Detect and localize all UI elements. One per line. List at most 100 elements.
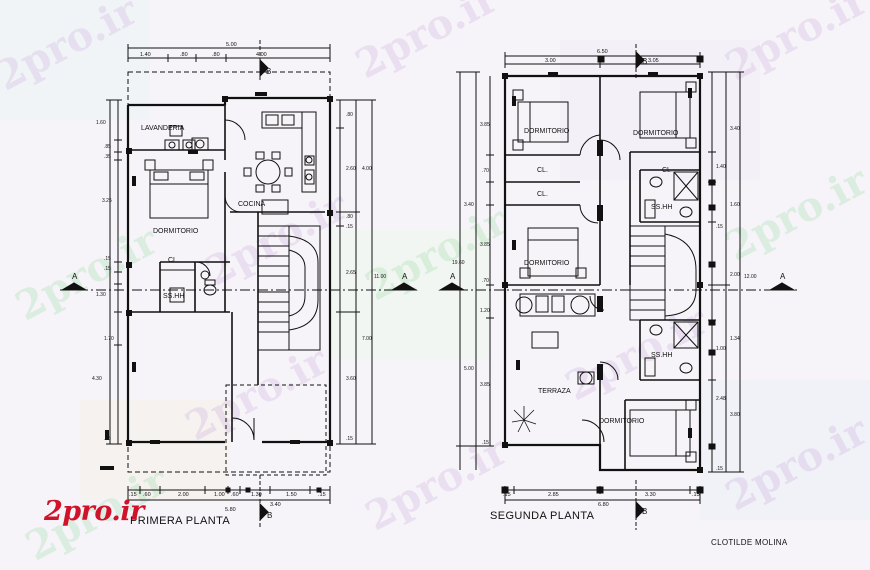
dim-right: 1.40: [716, 164, 726, 170]
dim-left: .85: [104, 144, 111, 150]
dim-left: .70: [482, 168, 489, 174]
stairs: [257, 225, 321, 351]
dim-right: 11.00: [374, 274, 386, 280]
dim-total-top: 6.50: [597, 49, 608, 55]
dim-right: 2.60: [346, 166, 356, 172]
bed: [629, 399, 697, 463]
dim-left: 1.30: [96, 292, 106, 298]
dim-right: 12.00: [744, 274, 757, 280]
room-label-bedroom: DORMITORIO: [599, 418, 645, 425]
room-label-laundry: LAVANDERIA: [141, 125, 185, 132]
room-label-bath: SS.HH: [651, 204, 672, 211]
dim-right: 2.00: [730, 272, 740, 278]
section-label: A: [780, 272, 786, 281]
left-dimensions: [456, 71, 494, 470]
dim-left: 1.20: [480, 308, 490, 314]
bed: [639, 81, 697, 149]
bathroom-fixtures: [644, 171, 699, 377]
dim-left: 3.85: [480, 382, 490, 388]
kitchen-counter: [261, 111, 317, 193]
dim-top: 1.40: [140, 52, 151, 58]
axis-label: B: [642, 507, 647, 516]
dim-left: 3.85: [480, 242, 490, 248]
room-label-bedroom: DORMITORIO: [633, 130, 679, 137]
bottom-dimensions: .15 .60 2.00 1.00 .60 1.30 1.50 .15 5.80…: [127, 486, 331, 513]
author-credit: CLOTILDE MOLINA: [711, 538, 788, 547]
dim-left: 5.00: [464, 366, 474, 372]
top-dimensions: 6.50 3.00 3.05: [504, 49, 704, 68]
dim-right: .15: [716, 466, 723, 472]
section-line-a: A A: [438, 272, 800, 291]
axis-marker-b-top: B: [635, 44, 647, 80]
room-label-bath: SS.HH: [651, 352, 672, 359]
dim-left: .15: [104, 266, 111, 272]
dim-right: .80: [346, 214, 353, 220]
dim-left: 3.85: [480, 122, 490, 128]
dim-right: 3.60: [346, 376, 356, 382]
dim-bottom: 2.00: [178, 492, 189, 498]
dim-right: 1.00: [716, 346, 726, 352]
axis-marker-b-bottom: B: [259, 475, 272, 528]
dim-right: 7.00: [362, 336, 372, 342]
dim-top: 4.00: [256, 52, 267, 58]
dim-left: 3.40: [464, 202, 474, 208]
dim-left: 1.60: [96, 120, 106, 126]
axis-label: B: [642, 57, 647, 66]
bottom-dimensions: .15 2.85 3.30 .15 6.80: [501, 486, 704, 508]
dim-total-top: 5.00: [226, 42, 237, 48]
dim-total-bottom: 3.40: [270, 502, 281, 508]
plan-title-second-floor: SEGUNDA PLANTA: [490, 510, 595, 522]
dim-top: 3.05: [648, 58, 659, 64]
dim-right: .80: [346, 112, 353, 118]
dim-right: .15: [346, 224, 353, 230]
dim-left: 19.60: [452, 260, 465, 266]
site-logo[interactable]: 2pro.ir: [44, 496, 144, 527]
room-label-closet: CL.: [537, 167, 548, 174]
dim-right: 4.00: [362, 166, 372, 172]
dim-left: .70: [482, 278, 489, 284]
dim-right: .15: [346, 436, 353, 442]
axis-label: B: [267, 511, 272, 520]
dim-bottom: 2.85: [548, 492, 559, 498]
stairs: [629, 225, 701, 321]
top-dimensions: 5.00 1.40 .80 .80 4.00: [127, 42, 331, 62]
bathroom-fixtures: [169, 270, 217, 303]
dim-right: 1.34: [730, 336, 740, 342]
dining-table: [243, 151, 293, 215]
left-dimensions: [106, 99, 122, 445]
laundry-fixtures: [164, 125, 209, 151]
door-swings: [579, 134, 621, 443]
dim-bottom: .15: [318, 492, 326, 498]
dim-top: .80: [212, 52, 220, 58]
dim-right: 1.60: [730, 202, 740, 208]
section-label: A: [402, 272, 408, 281]
room-label-closet: CL.: [662, 167, 673, 174]
dim-left: .15: [482, 440, 489, 446]
room-label-bedroom: DORMITORIO: [153, 228, 199, 235]
dim-bottom: 1.00: [214, 492, 225, 498]
dim-bottom: 3.30: [645, 492, 656, 498]
dim-right: 3.80: [730, 412, 740, 418]
dim-total-bottom: 5.80: [225, 507, 236, 513]
right-dimensions: [336, 99, 376, 445]
section-label: A: [72, 272, 78, 281]
dim-left: 3.25: [102, 198, 112, 204]
dim-right: 2.65: [346, 270, 356, 276]
door-swings: [195, 119, 255, 441]
right-dimensions: [708, 71, 744, 473]
dim-top: .80: [180, 52, 188, 58]
section-label: A: [450, 272, 456, 281]
dim-left: .35: [104, 154, 111, 160]
axis-marker-b-bottom: B: [635, 480, 647, 530]
room-label-bedroom: DORMITORIO: [524, 128, 570, 135]
dim-right: 3.40: [730, 126, 740, 132]
bed: [519, 227, 587, 279]
room-label-kitchen: COCINA: [238, 201, 266, 208]
dim-top: 3.00: [545, 58, 556, 64]
bed: [512, 89, 569, 151]
plant: [511, 406, 537, 433]
